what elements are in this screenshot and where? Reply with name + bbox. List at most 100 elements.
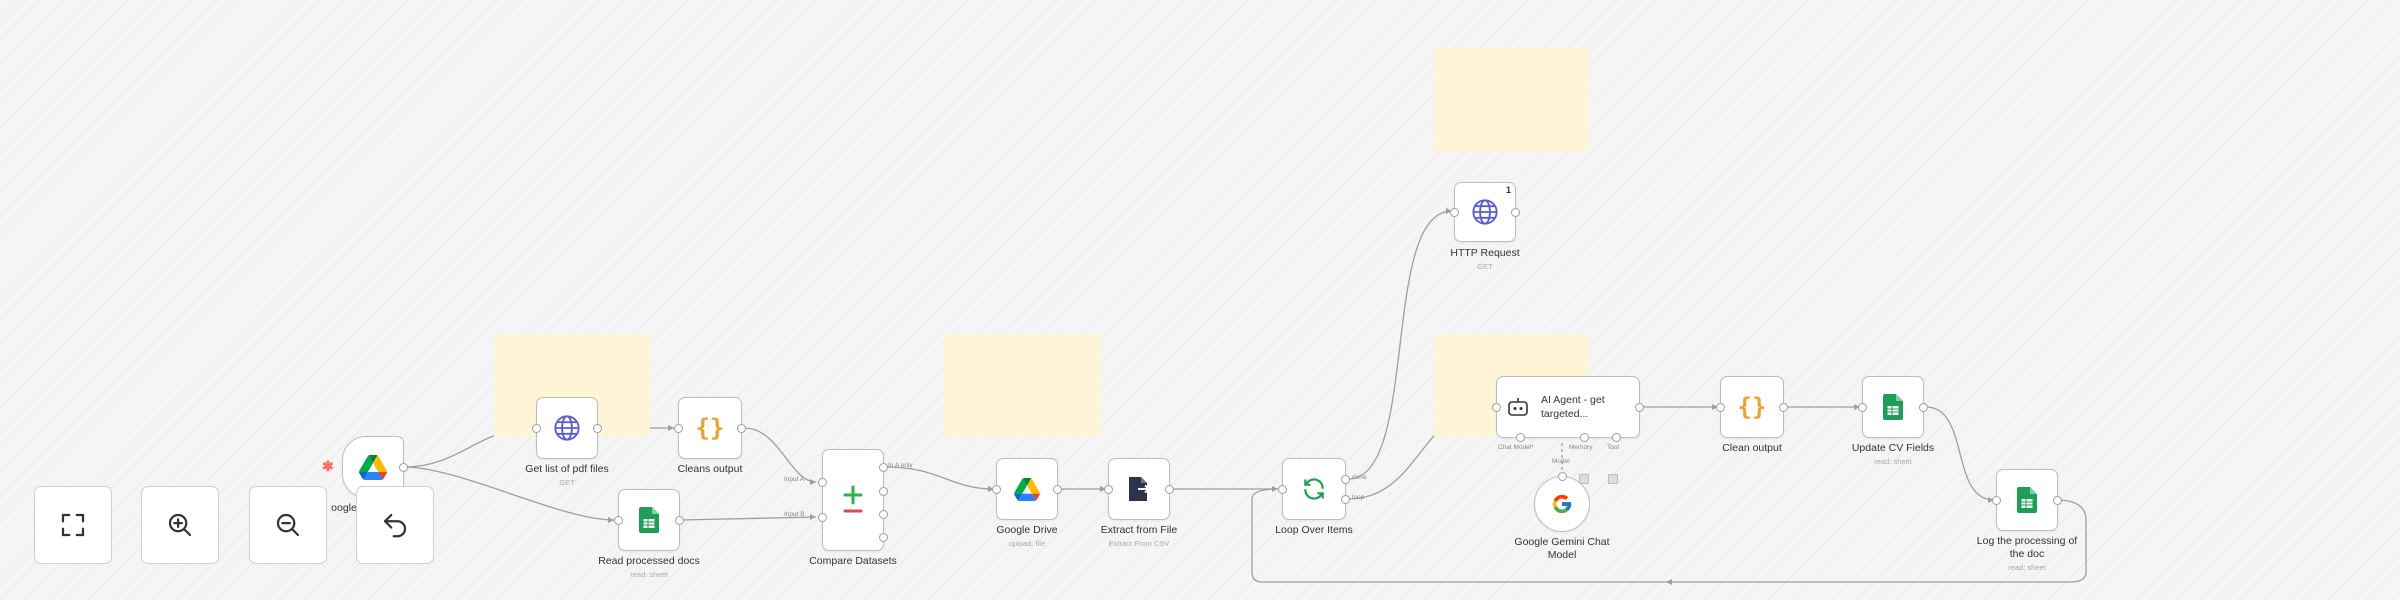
done-output-handle[interactable]	[1341, 475, 1350, 484]
edge-read-compare	[679, 516, 817, 521]
zoom-in-button[interactable]	[141, 486, 219, 564]
output-handle[interactable]	[1635, 403, 1644, 412]
google-gemini-chat-model-node[interactable]	[1534, 472, 1590, 532]
add-tool-handle[interactable]	[1608, 474, 1618, 484]
undo-button[interactable]	[356, 486, 434, 564]
memory-handle[interactable]	[1580, 433, 1589, 442]
zoom-out-icon	[276, 513, 300, 537]
output-4-handle[interactable]	[879, 533, 888, 542]
google-drive-node[interactable]	[992, 458, 1062, 520]
edge-cleans-compare	[743, 427, 817, 483]
input-handle[interactable]	[1450, 208, 1459, 217]
input-a-handle[interactable]	[818, 478, 827, 487]
output-3-handle[interactable]	[879, 510, 888, 519]
output-handle[interactable]	[1779, 403, 1788, 412]
gemini-model-port-label: Model	[1552, 458, 1570, 465]
tool-handle[interactable]	[1612, 433, 1621, 442]
output-handle[interactable]	[1053, 485, 1062, 494]
globe-icon	[1472, 199, 1498, 225]
input-handle[interactable]	[1104, 485, 1113, 494]
trigger-label: oogle	[331, 502, 357, 514]
add-memory-handle[interactable]	[1579, 474, 1589, 484]
chat-model-handle[interactable]	[1516, 433, 1525, 442]
google-sheets-icon	[2017, 487, 2037, 513]
extract-file-icon	[1129, 477, 1151, 501]
get-pdf-files-node[interactable]	[532, 397, 602, 459]
loop-loop-port-label: loop	[1352, 494, 1365, 501]
output-handle[interactable]	[2053, 496, 2062, 505]
input-handle[interactable]	[1492, 403, 1501, 412]
log-processing-label: Log the processing of the doc	[1976, 535, 2078, 560]
read-processed-docs-label: Read processed docs	[598, 555, 700, 567]
trigger-asterisk-icon: ✱	[322, 458, 334, 474]
input-handle[interactable]	[992, 485, 1001, 494]
get-pdf-files-label: Get list of pdf files	[525, 463, 609, 475]
sticky-note-3[interactable]	[1434, 48, 1588, 152]
input-handle[interactable]	[1858, 403, 1867, 412]
extract-from-file-node[interactable]	[1104, 458, 1174, 520]
log-processing-node[interactable]	[1992, 469, 2062, 531]
compare-output-a-port-label: In A only	[888, 462, 913, 469]
output-handle[interactable]	[1165, 485, 1174, 494]
loop-refresh-icon	[1304, 478, 1324, 500]
get-pdf-files-sub: GET	[559, 478, 575, 487]
google-gemini-chat-model-label: Google Gemini Chat Model	[1514, 536, 1610, 561]
log-processing-sub: read: sheet	[2008, 563, 2046, 572]
google-drive-icon	[359, 454, 387, 480]
output-handle[interactable]	[593, 424, 602, 433]
extract-from-file-sub: Extract From CSV	[1108, 539, 1170, 548]
robot-icon	[1508, 398, 1528, 416]
compare-datasets-label: Compare Datasets	[809, 555, 897, 567]
output-handle[interactable]	[1919, 403, 1928, 412]
input-handle[interactable]	[1278, 485, 1287, 494]
update-cv-fields-label: Update CV Fields	[1851, 442, 1935, 454]
google-drive-sub: upload: file	[1008, 539, 1046, 548]
cleans-output-label: Cleans output	[677, 463, 743, 475]
ai-agent-node[interactable]: AI Agent - get targeted...	[1492, 376, 1644, 442]
http-request-sub: GET	[1477, 262, 1493, 271]
google-sheets-icon	[639, 507, 659, 533]
http-request-label: HTTP Request	[1450, 247, 1520, 259]
input-b-handle[interactable]	[818, 513, 827, 522]
code-braces-icon: {}	[695, 414, 725, 442]
agent-chat-model-port-label: Chat Model*	[1498, 444, 1534, 451]
output-handle[interactable]	[1511, 208, 1520, 217]
output-handle[interactable]	[737, 424, 746, 433]
read-processed-docs-node[interactable]	[614, 489, 684, 551]
edge-update-log	[1925, 406, 1995, 501]
compare-datasets-node[interactable]	[818, 449, 888, 551]
clean-output-node[interactable]: {}	[1716, 376, 1788, 438]
compare-input-b-port-label: Input B	[784, 511, 805, 518]
input-handle[interactable]	[1992, 496, 2001, 505]
zoom-out-button[interactable]	[249, 486, 327, 564]
edge-loop-http	[1347, 210, 1453, 480]
compare-icon	[843, 485, 863, 513]
loop-over-items-node[interactable]	[1278, 458, 1350, 520]
output-handle[interactable]	[399, 463, 408, 472]
output-2-handle[interactable]	[879, 487, 888, 496]
input-handle[interactable]	[674, 424, 683, 433]
ai-agent-label: AI Agent - get targeted...	[1541, 394, 1605, 420]
cleans-output-node[interactable]: {}	[674, 397, 746, 459]
loop-output-handle[interactable]	[1341, 495, 1350, 504]
input-handle[interactable]	[1716, 403, 1725, 412]
output-handle[interactable]	[675, 516, 684, 525]
agent-memory-port-label: Memory	[1569, 444, 1593, 451]
sticky-note-2[interactable]	[944, 334, 1100, 436]
http-request-node[interactable]: 1	[1450, 182, 1520, 242]
fit-view-button[interactable]	[34, 486, 112, 564]
google-sheets-icon	[1883, 394, 1903, 420]
fit-view-icon	[61, 513, 85, 537]
input-handle[interactable]	[614, 516, 623, 525]
model-output-handle[interactable]	[1558, 472, 1567, 481]
read-processed-docs-sub: read: sheet	[630, 570, 668, 579]
update-cv-fields-node[interactable]	[1858, 376, 1928, 438]
extract-from-file-label: Extract from File	[1100, 524, 1178, 536]
input-handle[interactable]	[532, 424, 541, 433]
output-a-handle[interactable]	[879, 463, 888, 472]
compare-input-a-port-label: Input A	[784, 476, 805, 483]
google-drive-label: Google Drive	[996, 524, 1058, 536]
edge-log-loopback	[1251, 488, 2087, 583]
